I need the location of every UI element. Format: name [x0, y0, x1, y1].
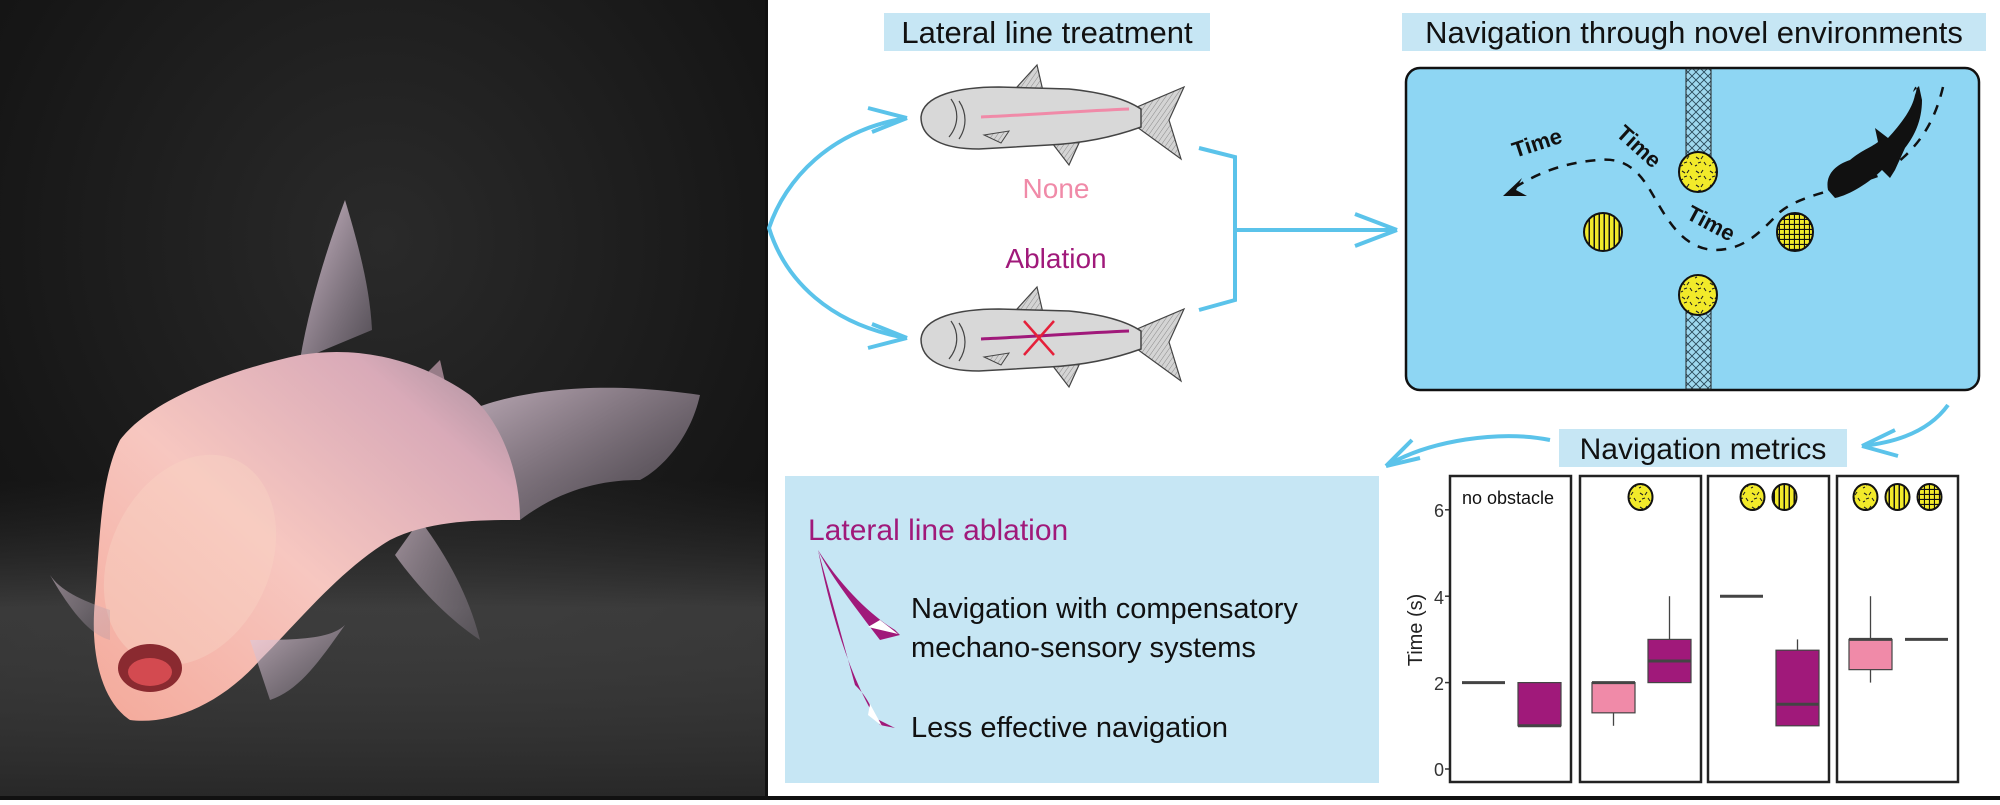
chart-panel: [1706, 474, 1831, 784]
metrics-arrow: [1384, 403, 1950, 468]
box-none: [1591, 681, 1636, 714]
arena: [1404, 66, 1981, 392]
striped-obstacle-icon: [1583, 212, 1623, 252]
box-ablation: [1517, 681, 1562, 727]
environment-title-bg: [1402, 13, 1986, 51]
treatment-section: Lateral line treatment None Ablation: [766, 13, 1398, 389]
outcome-heading: Lateral line ablation: [808, 514, 1068, 547]
bottom-border: [0, 796, 2000, 800]
swim-path: [1507, 86, 1945, 252]
environment-section: Navigation through novel environments Ti…: [1384, 13, 1986, 468]
cavefish-photo: [0, 0, 768, 800]
grid-obstacle-icon: [1776, 212, 1814, 252]
outcome-arrows: [818, 550, 900, 728]
outcome-item-1-cont: mechano-sensory systems: [911, 632, 1256, 664]
treatment-title-bg: [884, 13, 1210, 51]
none-label: None: [1023, 173, 1090, 204]
textured-obstacle-icon: [1678, 151, 1718, 193]
metrics-title: Navigation metrics: [1580, 433, 1827, 466]
metrics-title-bg: [1559, 429, 1847, 467]
textured-obstacle-icon: [1627, 483, 1654, 511]
fish-ablation-illustration: [920, 285, 1186, 389]
mesh-barrier-top: [1685, 68, 1712, 166]
fish-none-illustration: [920, 63, 1186, 167]
y-tick-label: 6: [1434, 501, 1444, 521]
path-arrowhead-icon: [1503, 178, 1527, 196]
fish-silhouette-icon: [1827, 86, 1922, 198]
treatment-title: Lateral line treatment: [901, 15, 1193, 50]
outcome-item-1: Navigation with compensatory: [911, 593, 1298, 625]
striped-obstacle-icon: [1771, 483, 1798, 511]
textured-obstacle-icon: [1739, 483, 1766, 511]
chart-panel: [1448, 474, 1573, 784]
chart-panel: [1835, 474, 1960, 784]
y-tick-label: 4: [1434, 588, 1444, 608]
box-ablation: [1775, 649, 1820, 727]
y-tick-label: 0: [1434, 760, 1444, 780]
textured-obstacle-icon: [1678, 274, 1718, 316]
lateral-line-intact: [980, 107, 1130, 119]
outcome-item-2: Less effective navigation: [911, 712, 1228, 744]
panel-label-no-obstacle: no obstacle: [1462, 488, 1554, 508]
chart-panel: [1578, 474, 1703, 784]
outcome-box: Lateral line ablation Navigation with co…: [785, 476, 1379, 783]
box-none: [1848, 638, 1893, 671]
y-axis-label: Time (s): [1405, 594, 1427, 667]
textured-obstacle-icon: [1852, 483, 1879, 511]
ablation-x-icon: [1023, 320, 1055, 356]
navigation-metrics-chart: Time (s) 0 2 4 6 no obstacle: [1405, 474, 1960, 784]
grid-obstacle-icon: [1916, 483, 1943, 511]
lateral-line-ablated: [980, 329, 1130, 341]
striped-obstacle-icon: [1884, 483, 1911, 511]
ablation-label: Ablation: [1005, 243, 1106, 274]
branch-arrow: [766, 106, 908, 350]
bracket-arrow: [1198, 146, 1398, 312]
environment-title: Navigation through novel environments: [1425, 15, 1963, 50]
y-tick-label: 2: [1434, 674, 1444, 694]
